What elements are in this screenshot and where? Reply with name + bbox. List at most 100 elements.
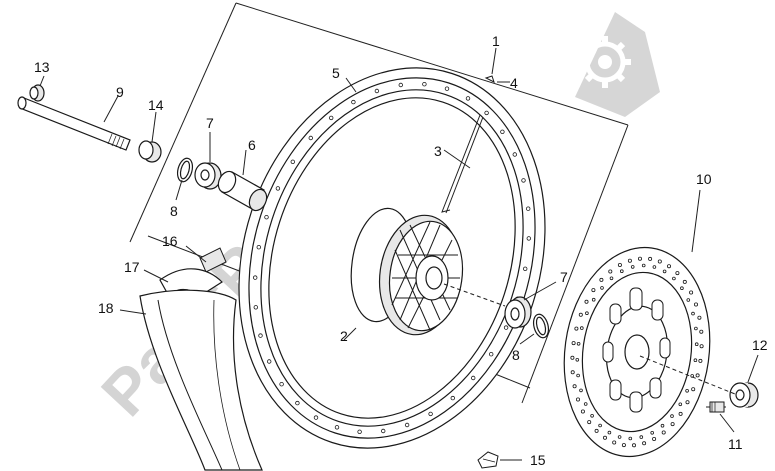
rim-spoke-holes xyxy=(252,81,531,434)
disc-hole xyxy=(580,409,585,414)
disc-hole xyxy=(685,388,689,393)
disc-hole xyxy=(576,397,581,402)
disc-hole xyxy=(608,269,613,274)
rim-hole xyxy=(526,236,531,241)
disc-hole xyxy=(641,263,646,268)
spacer-12 xyxy=(729,382,759,408)
disc-hole xyxy=(576,341,581,346)
disc-hole xyxy=(585,311,589,316)
disc-hole xyxy=(638,256,643,261)
disc-hole xyxy=(691,311,695,316)
valve-4 xyxy=(484,75,495,83)
disc-hole xyxy=(652,436,657,441)
rim-hole xyxy=(465,96,471,101)
rim-hole xyxy=(252,275,258,280)
bearing-7-left xyxy=(194,162,222,190)
rim-hole xyxy=(512,152,517,157)
disc-hole xyxy=(639,435,644,439)
disc-hole xyxy=(598,423,602,428)
disc-hole xyxy=(617,262,622,267)
valve-stem-16 xyxy=(199,247,227,273)
disc-hole xyxy=(579,388,583,393)
disc-hole xyxy=(685,400,690,405)
disc-hole xyxy=(648,256,653,261)
disc-hole xyxy=(579,326,584,330)
rim-hole xyxy=(264,214,269,220)
disc-hole xyxy=(619,269,624,274)
callout-15: 15 xyxy=(530,452,546,468)
disc-hole xyxy=(603,435,608,440)
rim-hole xyxy=(313,415,319,420)
disc-hole xyxy=(572,384,577,389)
brake-disc-holes xyxy=(570,256,704,448)
disc-hole xyxy=(678,411,683,416)
disc-hole xyxy=(591,288,596,293)
bolt-11 xyxy=(706,401,726,413)
balance-weight-15 xyxy=(477,451,499,469)
bearing-7-right xyxy=(504,296,532,329)
disc-hole xyxy=(576,373,580,378)
callout-7-right: 7 xyxy=(560,269,568,285)
rim-hole xyxy=(444,86,450,91)
disc-hole xyxy=(670,414,674,418)
tyre-18 xyxy=(139,289,263,471)
disc-hole xyxy=(621,443,626,448)
disc-hole xyxy=(627,258,632,263)
rim-hole xyxy=(267,359,272,364)
disc-hole xyxy=(632,443,637,448)
disc-hole xyxy=(670,422,675,427)
disc-hole xyxy=(584,299,589,304)
spacer-14 xyxy=(138,140,162,163)
disc-hole xyxy=(695,373,700,378)
callout-13: 13 xyxy=(34,59,50,75)
disc-hole xyxy=(594,428,599,433)
disc-hole xyxy=(630,265,635,269)
disc-hole xyxy=(599,277,604,282)
disc-hole xyxy=(678,402,683,407)
bushing-6 xyxy=(217,170,268,212)
disc-hole xyxy=(699,329,704,334)
oring-8-left xyxy=(176,157,194,183)
axle-nut-13 xyxy=(29,84,45,102)
disc-hole xyxy=(686,298,691,302)
callout-11: 11 xyxy=(728,436,743,452)
rim-hole xyxy=(489,352,494,357)
callout-2: 2 xyxy=(340,328,348,344)
disc-hole xyxy=(612,440,617,445)
disc-hole xyxy=(652,265,657,269)
callout-8-left: 8 xyxy=(170,203,178,219)
rim-hole xyxy=(357,429,362,434)
rim-hole xyxy=(521,178,526,183)
rim-hole xyxy=(290,159,295,164)
rim-hole xyxy=(523,266,528,271)
disc-hole xyxy=(607,430,612,435)
disc-hole xyxy=(694,342,699,347)
spoke-3 xyxy=(441,114,484,214)
disc-hole xyxy=(650,430,654,435)
rim-hole xyxy=(484,110,489,116)
callout-9: 9 xyxy=(116,84,124,100)
leader-lines xyxy=(39,47,759,461)
rim-hole xyxy=(256,244,261,250)
callout-5: 5 xyxy=(332,65,340,81)
disc-hole xyxy=(689,290,694,295)
rim-hole xyxy=(374,88,380,94)
disc-hole xyxy=(661,430,666,435)
disc-hole xyxy=(667,264,672,269)
disc-hole xyxy=(642,441,647,446)
disc-hole xyxy=(675,271,680,276)
disc-hole xyxy=(694,326,698,331)
rim-hole xyxy=(295,400,300,406)
disc-hole xyxy=(628,436,633,441)
rim-hole xyxy=(279,382,284,387)
callout-12: 12 xyxy=(752,337,768,353)
rim-hole xyxy=(329,115,334,121)
brake-disc-10 xyxy=(563,246,711,458)
disc-hole xyxy=(691,387,696,392)
disc-hole xyxy=(694,302,699,307)
disc-hole xyxy=(591,297,596,302)
disc-hole xyxy=(680,286,684,291)
callout-7-left: 7 xyxy=(206,115,214,131)
disc-hole xyxy=(583,402,588,406)
